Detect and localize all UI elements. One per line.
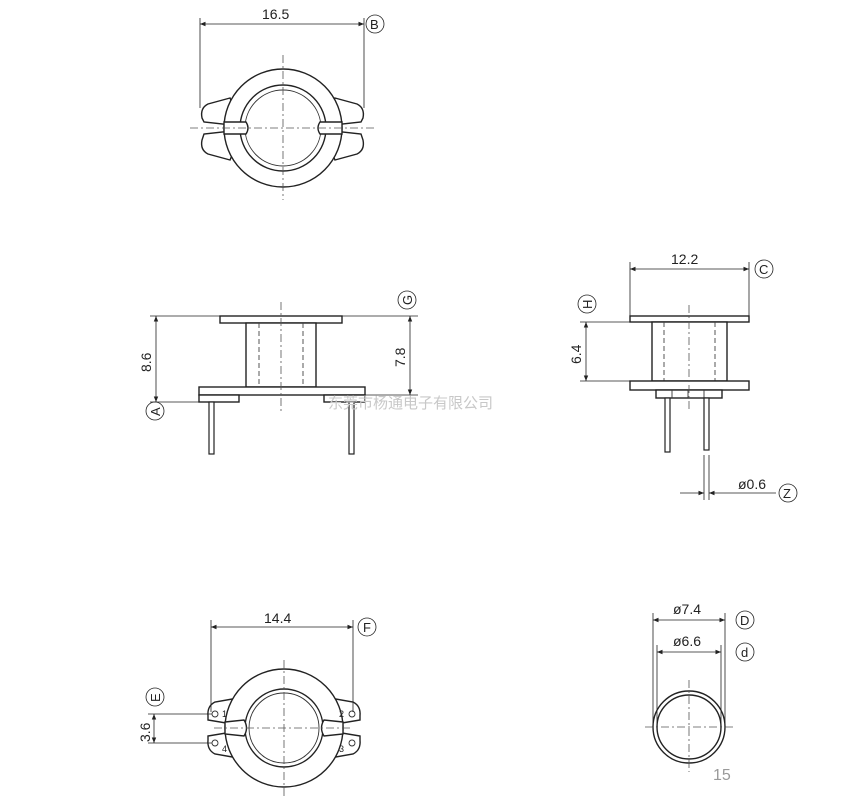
datum-h-label: H [580,300,595,309]
front-height-dimension: 8.6 [138,352,154,372]
core-outer-diameter: ø7.4 [673,601,701,617]
datum-f-label: F [363,620,371,635]
bottom-width-dimension: 14.4 [264,610,291,626]
datum-z-label: Z [783,486,791,501]
pin-label-4: 4 [222,744,227,754]
datum-a-circle [145,401,165,421]
datum-b-circle [365,14,385,34]
datum-a-label: A [148,407,163,416]
datum-d-lower-circle [735,642,755,662]
datum-e-label: E [148,693,163,702]
datum-c-label: C [759,262,768,277]
datum-h-circle [577,294,597,314]
datum-d-upper-label: D [740,613,749,628]
datum-g-circle [397,290,417,310]
pin-diameter-dimension: ø0.6 [738,476,766,492]
datum-e-circle [145,687,165,707]
datum-z-circle [778,483,798,503]
pin-label-1: 1 [222,709,227,719]
company-watermark: 东莞市杨通电子有限公司 [328,394,493,412]
top-view: 16.5 B [190,6,385,200]
datum-b-label: B [370,17,379,32]
core-view: ø7.4 D ø6.6 d [645,601,755,772]
side-width-dimension: 12.2 [671,251,698,267]
pin-pitch-dimension: 3.6 [137,722,153,742]
core-inner-diameter: ø6.6 [673,633,701,649]
front-body-dimension: 7.8 [392,347,408,367]
datum-f-circle [357,617,377,637]
datum-g-label: G [400,295,415,305]
pin-label-2: 2 [339,709,344,719]
front-view: 8.6 7.8 A G [138,290,418,455]
top-width-dimension: 16.5 [262,6,289,22]
pin-label-3: 3 [339,744,344,754]
side-view: 12.2 C 6.4 H ø0.6 Z [568,251,798,503]
bottom-view: 1 2 3 4 14.4 F 3.6 E [137,610,377,796]
datum-d-upper-circle [735,610,755,630]
side-height-dimension: 6.4 [568,344,584,364]
page-number: 15 [713,767,731,784]
datum-d-lower-label: d [741,645,748,660]
datum-c-circle [754,259,774,279]
